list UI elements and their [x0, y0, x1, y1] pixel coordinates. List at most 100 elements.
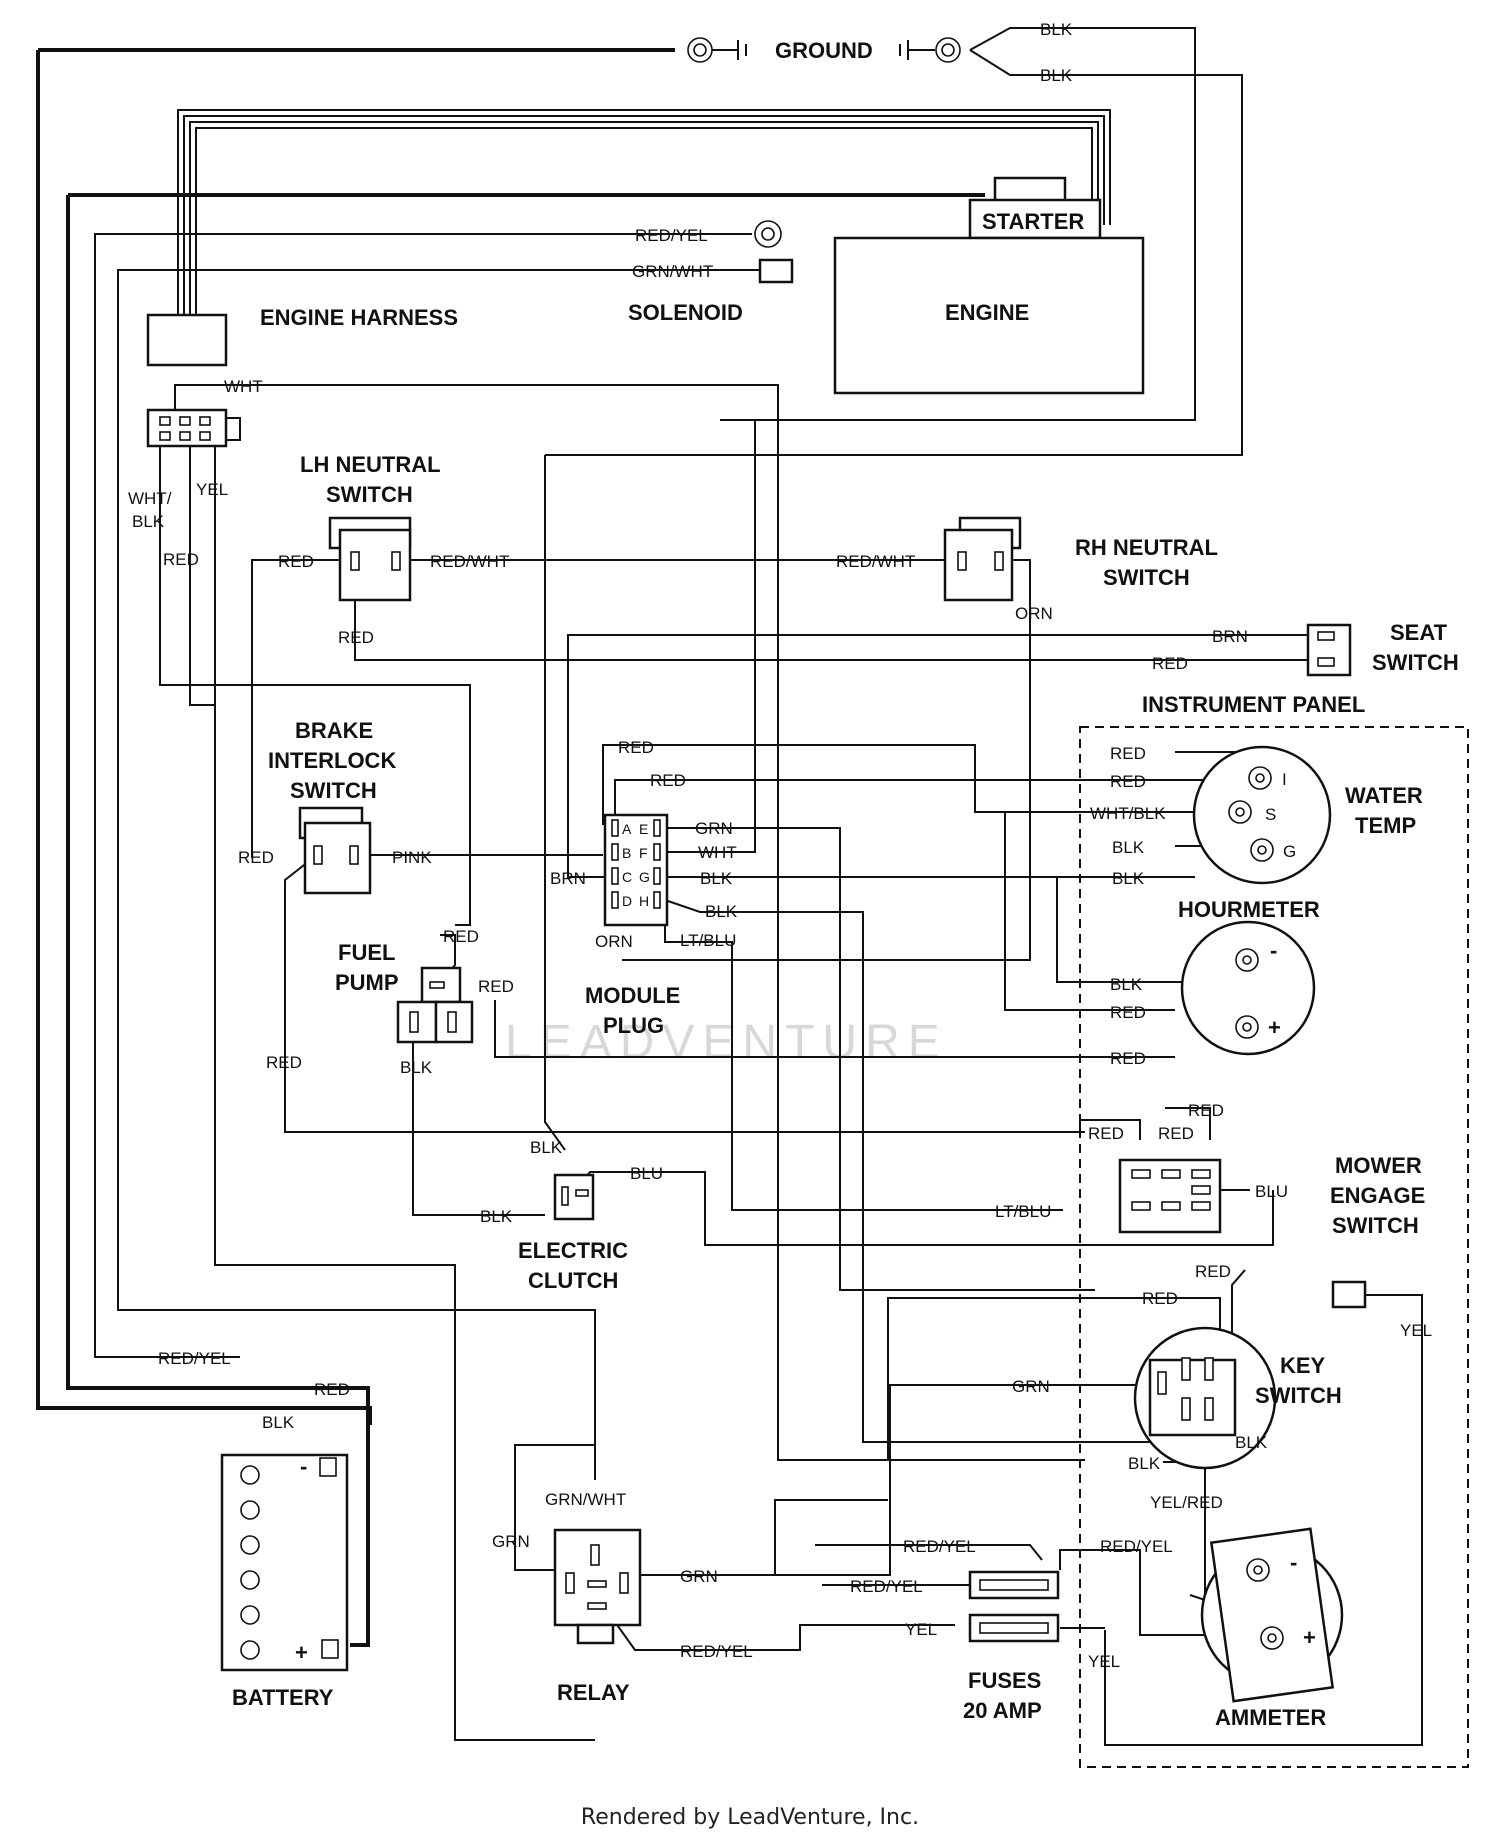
watermark: LEADVENTURE [505, 1016, 948, 1069]
battery-plus: + [295, 1640, 308, 1665]
fuses-label: FUSES 20 AMP [963, 1668, 1047, 1723]
wht-wire [174, 384, 1085, 1461]
wire-labels: BLK BLK RED/YEL GRN/WHT WHT WHT/ BLK YEL… [128, 20, 1432, 1671]
instrument-panel-border [1079, 726, 1469, 1768]
wire-label-red-lh-bottom: RED [338, 628, 374, 647]
wire-label-red-fuel-hm: RED [1110, 1049, 1146, 1068]
seat-switch-label: SEAT SWITCH [1372, 620, 1459, 675]
key-red-wire-2 [887, 1297, 1221, 1460]
ground-label: GROUND [775, 38, 873, 63]
blk-module-wire-h [664, 899, 1193, 1443]
wire-label-yel-red: YEL/RED [1150, 1493, 1223, 1512]
wire-label-grn-wht-solenoid: GRN/WHT [632, 262, 713, 281]
pin-e: E [639, 821, 648, 837]
wire-label-red-battery: RED [314, 1380, 350, 1399]
hourmeter-plus-wire [1004, 812, 1175, 1011]
wire-label-brn-module: BRN [550, 869, 586, 888]
wire-label-blk-1: BLK [1040, 20, 1073, 39]
ground-symbol: GROUND [687, 37, 961, 63]
wire-label-red-yel-fuse-3: RED/YEL [850, 1577, 923, 1596]
wire-label-red-brake: RED [238, 848, 274, 867]
wire-label-yel-harness: YEL [196, 480, 228, 499]
wire-label-red-yel-fuse-2: RED/YEL [1100, 1537, 1173, 1556]
engine-harness: ENGINE HARNESS [146, 305, 458, 448]
footer-credit: Rendered by LeadVenture, Inc. [580, 1805, 920, 1830]
wire-label-lt-blu-mower: LT/BLU [995, 1202, 1051, 1221]
wire-label-red-seat: RED [1152, 654, 1188, 673]
solenoid-label: SOLENOID [628, 300, 743, 325]
wire-label-red-mower-3: RED [1158, 1124, 1194, 1143]
mower-engage-switch: MOWER ENGAGE SWITCH [1118, 1153, 1425, 1238]
wire-label-blk-key-2: BLK [1128, 1454, 1161, 1473]
wire-label-red-key-2: RED [1142, 1289, 1178, 1308]
pin-d: D [622, 893, 632, 909]
relay-red-yel-wire [609, 1614, 955, 1651]
wire-label-red-module-a: RED [618, 738, 654, 757]
wire-label-red-fuel-right: RED [478, 977, 514, 996]
wires [36, 27, 1423, 1746]
wire-label-yel-right: YEL [1400, 1321, 1432, 1340]
fuses: FUSES 20 AMP [963, 1570, 1060, 1723]
relay-grn-wire-right [640, 1499, 888, 1576]
module-pins [611, 819, 661, 909]
wire-label-blk-2: BLK [1040, 66, 1073, 85]
harness-wire-3 [189, 121, 1099, 315]
wire-label-red-yel-fuse-1: RED/YEL [903, 1537, 976, 1556]
lt-blu-wire [664, 910, 1063, 1211]
pin-c: C [622, 869, 632, 885]
wht-blk-wire [159, 440, 471, 926]
wire-label-grn-wht-relay: GRN/WHT [545, 1490, 626, 1509]
key-red-wire [1231, 1269, 1246, 1350]
pin-g: G [639, 869, 650, 885]
wire-label-wht-blk-wt: WHT/BLK [1090, 804, 1166, 823]
orn-wire [622, 559, 1031, 961]
ammeter-label: AMMETER [1215, 1705, 1326, 1730]
wire-label-blk-module-g: BLK [700, 869, 733, 888]
engine-label: ENGINE [945, 300, 1029, 325]
wire-label-blu-mower: BLU [1255, 1182, 1288, 1201]
key-grn-wire [775, 1384, 1140, 1576]
wire-label-blk-module-h: BLK [705, 902, 738, 921]
wire-label-red-wht-lh: RED/WHT [430, 552, 509, 571]
hourmeter-minus-wire [1056, 876, 1200, 983]
module-red-wire-b [614, 779, 1230, 825]
electric-clutch-label: ELECTRIC CLUTCH [518, 1238, 634, 1293]
brn-wire [567, 634, 1308, 878]
terminal-i: I [1282, 770, 1287, 789]
grn-wht-solenoid-wire [117, 269, 760, 1480]
hourmeter: HOURMETER - + [1178, 897, 1320, 1056]
yel-connector [1331, 1280, 1367, 1309]
solenoid: SOLENOID [628, 220, 794, 325]
mower-red-wire [1079, 1119, 1141, 1140]
wire-label-lt-blu-module: LT/BLU [680, 931, 736, 950]
ammeter-minus: - [1290, 1550, 1297, 1575]
wire-label-blk-hm: BLK [1110, 975, 1143, 994]
wire-label-brn-seat: BRN [1212, 627, 1248, 646]
pin-h: H [639, 893, 649, 909]
electric-clutch: ELECTRIC CLUTCH [518, 1173, 634, 1293]
hourmeter-label: HOURMETER [1178, 897, 1320, 922]
engine-harness-label: ENGINE HARNESS [260, 305, 458, 330]
battery-minus: - [300, 1454, 307, 1479]
key-switch: KEY SWITCH [1133, 1326, 1342, 1470]
seat-switch: SEAT SWITCH [1306, 620, 1459, 677]
wire-label-red-module-b: RED [650, 771, 686, 790]
fuel-pump-label: FUEL PUMP [335, 940, 401, 995]
wire-label-blk-battery: BLK [262, 1413, 295, 1432]
fuse-red-yel-top [815, 1544, 1043, 1561]
wire-label-red-fuel-top: RED [443, 927, 479, 946]
wire-label-red-yel-relay: RED/YEL [680, 1642, 753, 1661]
ammeter: - + AMMETER [1200, 1527, 1344, 1730]
wire-label-red-mower-2: RED [1088, 1124, 1124, 1143]
wire-label-wht-blk-b: BLK [132, 512, 165, 531]
wire-label-wht: WHT [224, 377, 263, 396]
harness-wire-1 [177, 109, 1111, 315]
ground-blk-wire-2 [545, 49, 1243, 456]
wire-label-wht-module: WHT [698, 843, 737, 862]
rh-neutral-label: RH NEUTRAL SWITCH [1075, 535, 1224, 590]
wire-label-red-yel-left: RED/YEL [158, 1349, 231, 1368]
terminal-s: S [1265, 805, 1276, 824]
wire-label-red-wht-rh: RED/WHT [836, 552, 915, 571]
battery: - + BATTERY [220, 1453, 349, 1710]
wire-label-pink: PINK [392, 848, 432, 867]
